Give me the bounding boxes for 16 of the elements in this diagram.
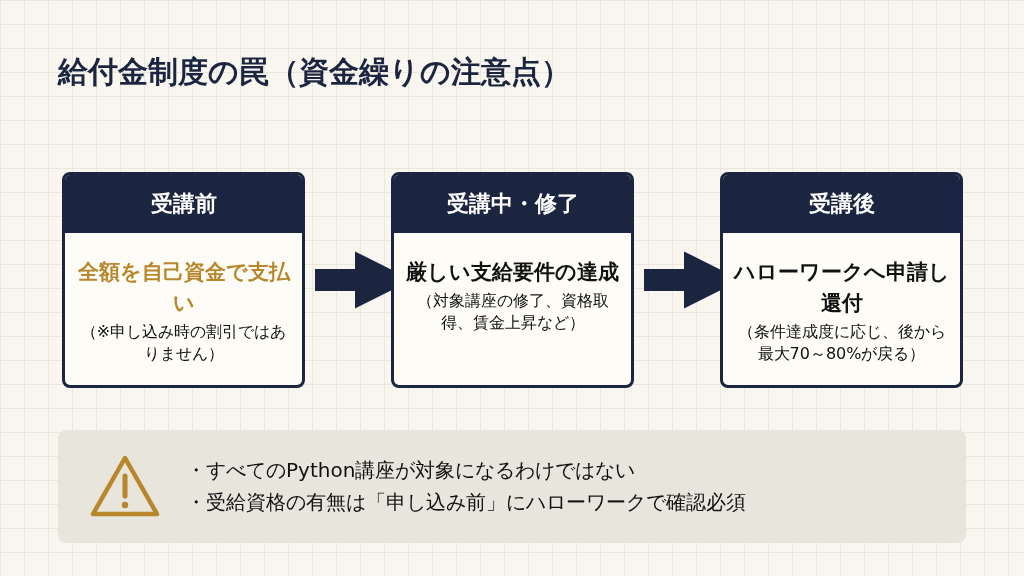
step-note: （対象講座の修了、資格取得、賃金上昇など） <box>415 290 610 334</box>
step-card <box>391 172 634 388</box>
step-summary: ハローワークへ申請し還付 <box>733 259 950 317</box>
step-note: （条件達成度に応じ、後から最大70～80%が戻る） <box>736 321 947 365</box>
step-summary: 全額を自己資金で支払い <box>76 259 292 317</box>
slide-title: 給付金制度の罠（資金繰りの注意点） <box>58 53 571 91</box>
step-heading: 受講中・修了 <box>446 190 579 218</box>
warning-text: ・すべてのPython講座が対象になるわけではない <box>186 457 636 484</box>
step-card <box>720 172 963 388</box>
step-note: （※申し込み時の割引ではありません） <box>79 321 288 365</box>
warning-text: ・受給資格の有無は「申し込み前」にハローワークで確認必須 <box>186 489 746 516</box>
warning-panel <box>58 430 966 543</box>
step-heading: 受講後 <box>808 190 875 218</box>
step-summary: 厳しい支給要件の達成 <box>405 259 620 286</box>
step-card <box>62 172 305 388</box>
step-heading: 受講前 <box>150 190 217 218</box>
